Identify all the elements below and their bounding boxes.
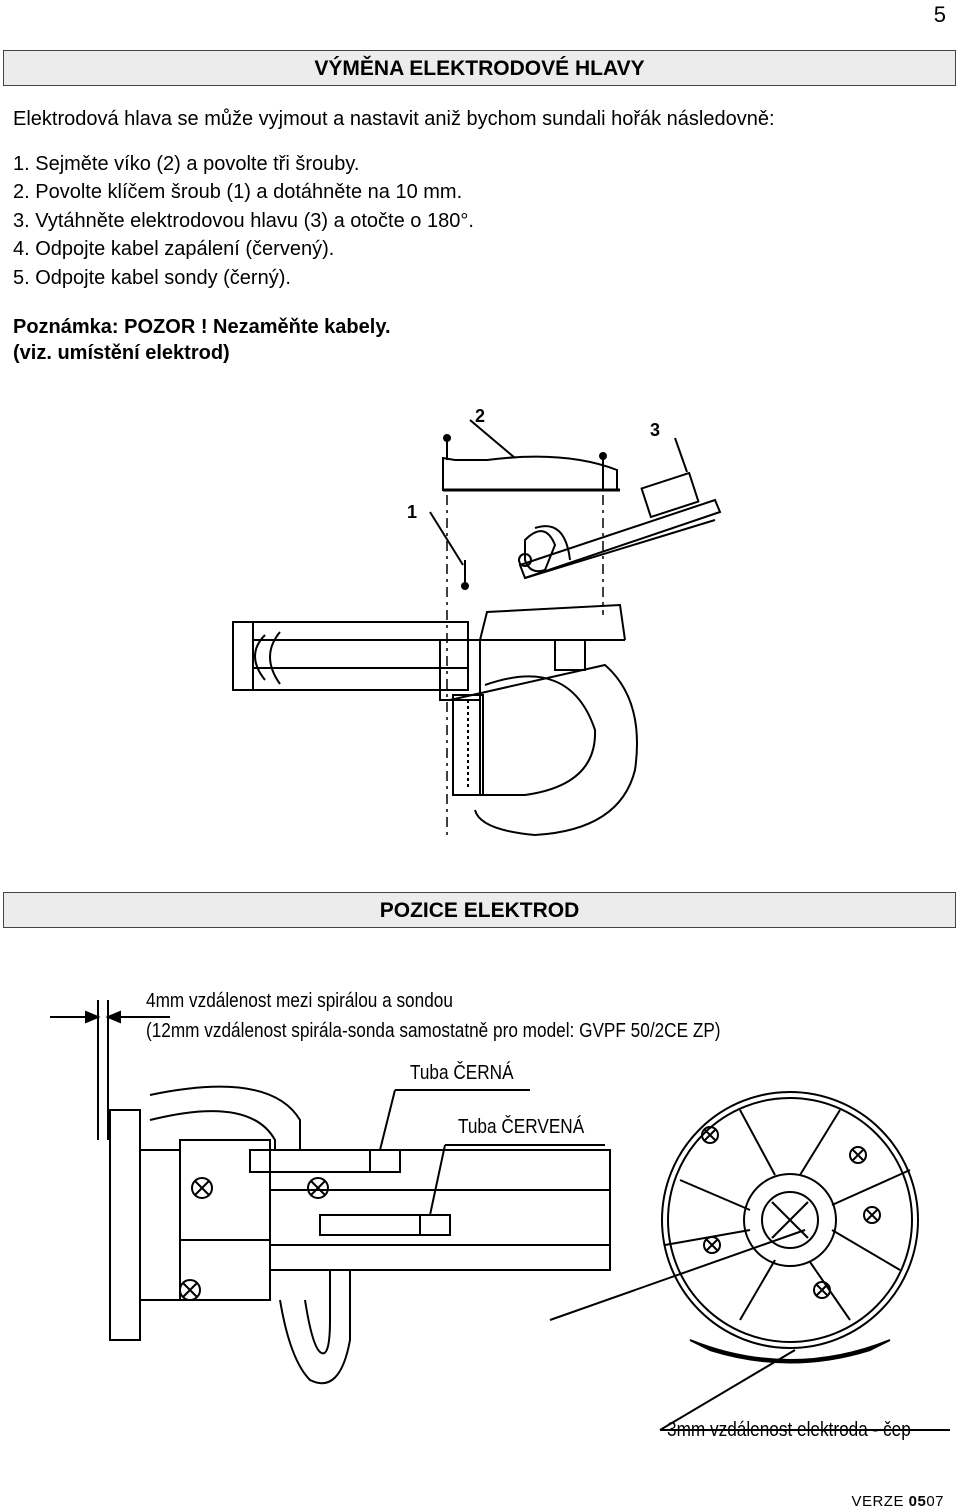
intro-text: Elektrodová hlava se může vyjmout a nast… (13, 108, 775, 130)
footer-suffix: 07 (926, 1493, 944, 1510)
note-line: Poznámka: POZOR ! Nezaměňte kabely. (13, 316, 391, 338)
step-item: 4. Odpojte kabel zapálení (červený). (13, 238, 335, 261)
steps-list: 1. Sejměte víko (2) a povolte tři šrouby… (13, 150, 474, 292)
footer-bold: 05 (908, 1493, 927, 1510)
section-title-replacement: VÝMĚNA ELEKTRODOVÉ HLAVY (3, 50, 956, 86)
callout-label: 3 (650, 420, 660, 440)
page-number: 5 (933, 2, 946, 27)
step-item: 2. Povolte klíčem šroub (1) a dotáhněte … (13, 181, 463, 204)
footer-version: VERZE 0507 (851, 1493, 944, 1510)
footer-prefix: VERZE (851, 1493, 909, 1510)
electrode-position-drawing (50, 1000, 950, 1431)
callout-label: 2 (475, 406, 485, 426)
step-item: 5. Odpojte kabel sondy (černý). (13, 266, 291, 289)
warning-note: Poznámka: POZOR ! Nezaměňte kabely. (viz… (13, 314, 391, 366)
note-line: (viz. umístění elektrod) (13, 342, 230, 364)
label-pin-distance: 3mm vzdálenost elektroda - čep (667, 1419, 911, 1441)
burner-head-drawing: 2 3 1 (232, 406, 722, 840)
step-item: 3. Vytáhněte elektrodovou hlavu (3) a ot… (13, 209, 474, 232)
callout-label: 1 (407, 502, 417, 522)
label-distance: 4mm vzdálenost mezi spirálou a sondou (146, 990, 453, 1012)
step-item: 1. Sejměte víko (2) a povolte tři šrouby… (13, 153, 360, 175)
label-red-tube: Tuba ČERVENÁ (458, 1116, 585, 1138)
label-black-tube: Tuba ČERNÁ (410, 1062, 514, 1084)
label-model-note: (12mm vzdálenost spirála-sonda samostatn… (146, 1020, 721, 1042)
section-title-electrode-position: POZICE ELEKTROD (3, 892, 956, 928)
